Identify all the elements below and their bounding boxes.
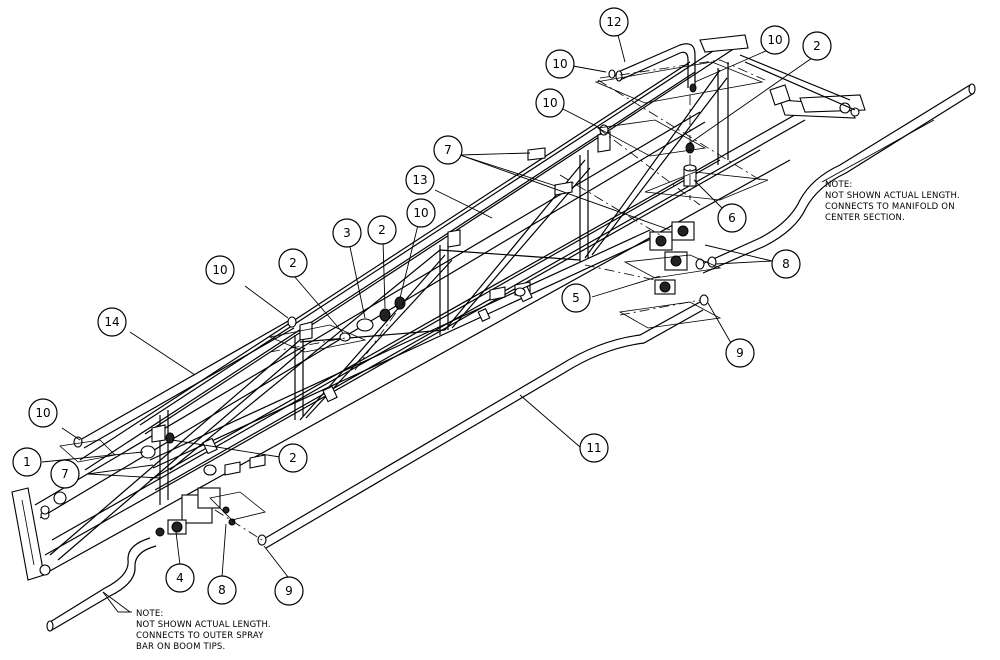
callout-13-label: 13 (412, 173, 427, 187)
callout-10: 10 (760, 25, 790, 55)
callout-2: 2 (367, 215, 397, 245)
callout-6-label: 6 (728, 211, 736, 225)
callout-10: 10 (545, 49, 575, 79)
note-bottom-line-2: NOT SHOWN ACTUAL LENGTH. (136, 620, 271, 630)
callout-7: 7 (433, 135, 463, 165)
callout-9: 9 (274, 576, 304, 606)
callout-10-label: 10 (35, 406, 50, 420)
callout-12-label: 12 (606, 15, 621, 29)
callout-14-label: 14 (104, 315, 119, 329)
callout-1-label: 1 (23, 455, 31, 469)
callout-10-label: 10 (542, 96, 557, 110)
callout-3: 3 (332, 218, 362, 248)
hoses (46, 43, 976, 632)
callout-8-label: 8 (782, 257, 790, 271)
note-top-line-3: CONNECTS TO MANIFOLD ON (825, 202, 955, 212)
callout-5: 5 (561, 283, 591, 313)
callout-10-label: 10 (212, 263, 227, 277)
note-top-line-1: NOTE: (825, 180, 852, 190)
callout-8: 8 (771, 249, 801, 279)
callout-12: 12 (599, 7, 629, 37)
callout-2-label: 2 (289, 256, 297, 270)
note-bottom-line-1: NOTE: (136, 609, 163, 619)
callout-9-label: 9 (736, 346, 744, 360)
callout-10: 10 (205, 255, 235, 285)
callout-2-label: 2 (289, 451, 297, 465)
callout-5-label: 5 (572, 291, 580, 305)
fittings (40, 69, 717, 546)
callout-8-label: 8 (218, 583, 226, 597)
callout-11-label: 11 (586, 441, 601, 455)
callout-1: 1 (12, 447, 42, 477)
note-bottom-line-3: CONNECTS TO OUTER SPRAY (136, 631, 264, 641)
callout-7-label: 7 (444, 143, 452, 157)
callout-10: 10 (406, 198, 436, 228)
dashed-guides (59, 59, 769, 541)
callout-4-label: 4 (176, 571, 184, 585)
callout-10-label: 10 (413, 206, 428, 220)
note-top-line-2: NOT SHOWN ACTUAL LENGTH. (825, 191, 960, 201)
callout-2-label: 2 (378, 223, 386, 237)
boom-frame (11, 34, 866, 581)
callout-10-label: 10 (552, 57, 567, 71)
callout-3-label: 3 (343, 226, 351, 240)
callout-14: 14 (97, 307, 127, 337)
callout-2-label: 2 (813, 39, 821, 53)
note-bottom-line-4: BAR ON BOOM TIPS. (136, 642, 225, 652)
callout-9: 9 (725, 338, 755, 368)
callout-13: 13 (405, 165, 435, 195)
callout-11: 11 (579, 433, 609, 463)
callout-10: 10 (28, 398, 58, 428)
note-bottom: NOTE: NOT SHOWN ACTUAL LENGTH. CONNECTS … (102, 591, 271, 652)
note-top-line-4: CENTER SECTION. (825, 213, 905, 223)
callout-7-label: 7 (61, 467, 69, 481)
callout-7: 7 (50, 459, 80, 489)
leader-lines (41, 34, 935, 613)
callout-8: 8 (207, 575, 237, 605)
callout-10: 10 (535, 88, 565, 118)
callout-9-label: 9 (285, 584, 293, 598)
callout-2: 2 (802, 31, 832, 61)
callout-4: 4 (165, 563, 195, 593)
note-top: NOTE: NOT SHOWN ACTUAL LENGTH. CONNECTS … (825, 180, 960, 223)
callout-2: 2 (278, 443, 308, 473)
callout-6: 6 (717, 203, 747, 233)
callout-10-label: 10 (767, 33, 782, 47)
callout-2: 2 (278, 248, 308, 278)
